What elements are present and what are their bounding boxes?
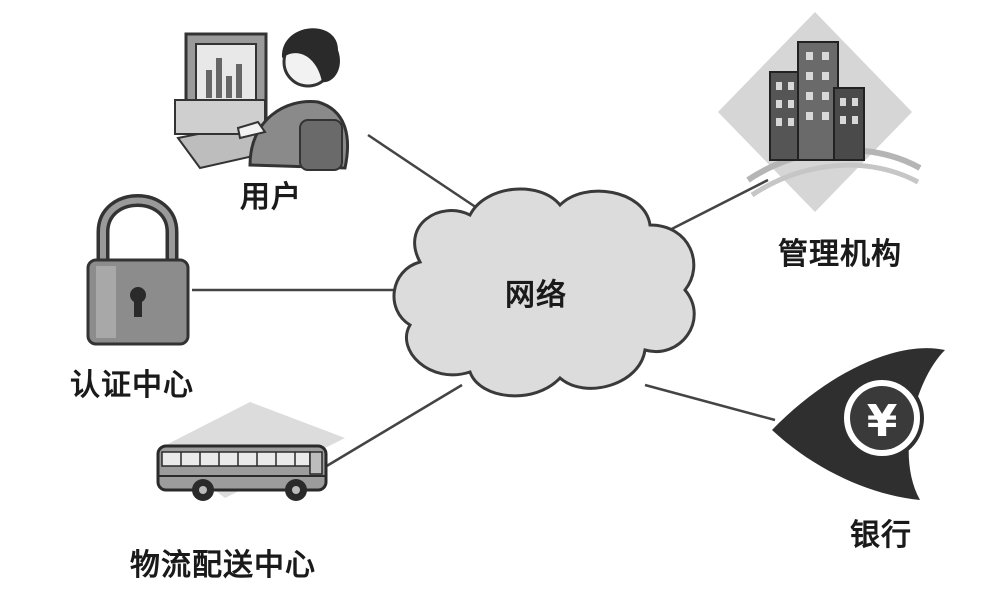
lock-icon xyxy=(86,194,190,346)
building-icon xyxy=(718,12,922,212)
connector-user xyxy=(367,133,496,222)
auth-center-label: 认证中心 xyxy=(70,368,194,403)
bank-label: 银行 xyxy=(850,518,912,553)
user-label: 用户 xyxy=(240,180,302,215)
cloud-icon xyxy=(392,187,696,398)
logistics-label: 物流配送中心 xyxy=(130,548,316,583)
yuan-symbol: ¥ xyxy=(867,396,898,447)
bank-emblem-icon xyxy=(772,348,945,500)
connector-bank xyxy=(644,383,776,422)
user-computer-icon xyxy=(174,28,349,171)
management-label: 管理机构 xyxy=(778,237,902,272)
network-label: 网络 xyxy=(505,278,567,313)
bus-icon xyxy=(156,402,345,501)
connector-logistics xyxy=(319,383,463,472)
